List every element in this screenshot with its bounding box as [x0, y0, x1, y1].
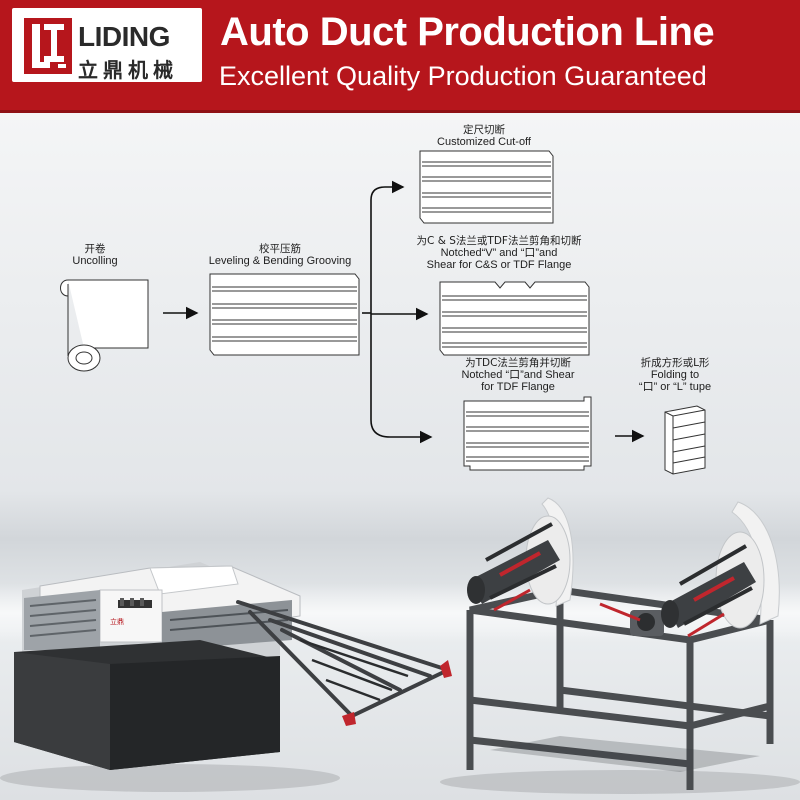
folding-label-cn: 折成方形或L形 — [640, 357, 710, 369]
decoiler-reel-right — [661, 501, 780, 638]
machines-illustration: 立鼎 — [0, 497, 800, 794]
notched-cs-label-cn: 为C & S法兰或TDF法兰剪角和切断 — [416, 235, 582, 247]
notched-tdf-label-en-2: for TDF Flange — [481, 381, 555, 393]
process-flow-diagram — [60, 150, 706, 475]
uncoiling-label-cn: 开卷 — [84, 243, 106, 255]
leveling-label-cn: 校平压筋 — [258, 243, 301, 255]
steel-coil-icon — [60, 279, 149, 372]
uncoiling-label-en: Uncolling — [72, 255, 118, 267]
banner-divider — [0, 110, 800, 113]
cutoff-label-cn: 定尺切断 — [462, 124, 505, 136]
notched-tdf-label: 为TDC法兰剪角并切断 Notched “口”and Shear for TDF… — [461, 357, 574, 393]
notched-tdf-label-en-1: Notched “口”and Shear — [461, 369, 575, 381]
decoiler-reel-left — [467, 497, 574, 612]
header-banner: LIDING 立鼎机械 Auto Duct Production Line Ex… — [0, 0, 800, 110]
page-title: Auto Duct Production Line — [220, 10, 715, 54]
cutoff-sheet-icon — [419, 150, 554, 224]
leveled-sheet-icon — [209, 273, 360, 356]
brand-logo: LIDING 立鼎机械 — [12, 8, 202, 82]
machine-brand-badge: 立鼎 — [110, 617, 124, 626]
folded-duct-icon — [664, 405, 706, 475]
notched-tdf-label-cn: 为TDC法兰剪角并切断 — [465, 357, 571, 369]
cutoff-label-en: Customized Cut-off — [437, 136, 531, 148]
page-subtitle: Excellent Quality Production Guaranteed — [219, 61, 707, 91]
folding-label-en-2: “口” or “L” tupe — [638, 381, 712, 393]
notched-tdf-sheet-icon — [463, 396, 592, 471]
decoiler-machine — [466, 497, 780, 790]
leveling-label: 校平压筋 Leveling & Bending Grooving — [209, 243, 351, 267]
cutoff-label: 定尺切断 Customized Cut-off — [437, 124, 531, 148]
leveling-label-en: Leveling & Bending Grooving — [208, 255, 352, 267]
duct-line-machine: 立鼎 — [14, 562, 452, 770]
notched-cs-label-en-1: Notched“V” and “口”and — [440, 247, 558, 259]
notched-cs-label-en-2: Shear for C&S or TDF Flange — [426, 259, 572, 271]
brand-name-cn: 立鼎机械 — [78, 58, 178, 82]
brand-name-en: LIDING — [78, 21, 170, 52]
uncoiling-label: 开卷 Uncolling — [72, 243, 117, 267]
folding-label-en-1: Folding to — [650, 369, 700, 381]
folding-label: 折成方形或L形 Folding to “口” or “L” tupe — [639, 357, 711, 393]
notched-cs-label: 为C & S法兰或TDF法兰剪角和切断 Notched“V” and “口”an… — [417, 235, 582, 271]
flow-branch-arrows — [362, 180, 433, 444]
liding-logo-mark-icon — [24, 18, 72, 74]
notched-cs-sheet-icon — [439, 281, 590, 356]
